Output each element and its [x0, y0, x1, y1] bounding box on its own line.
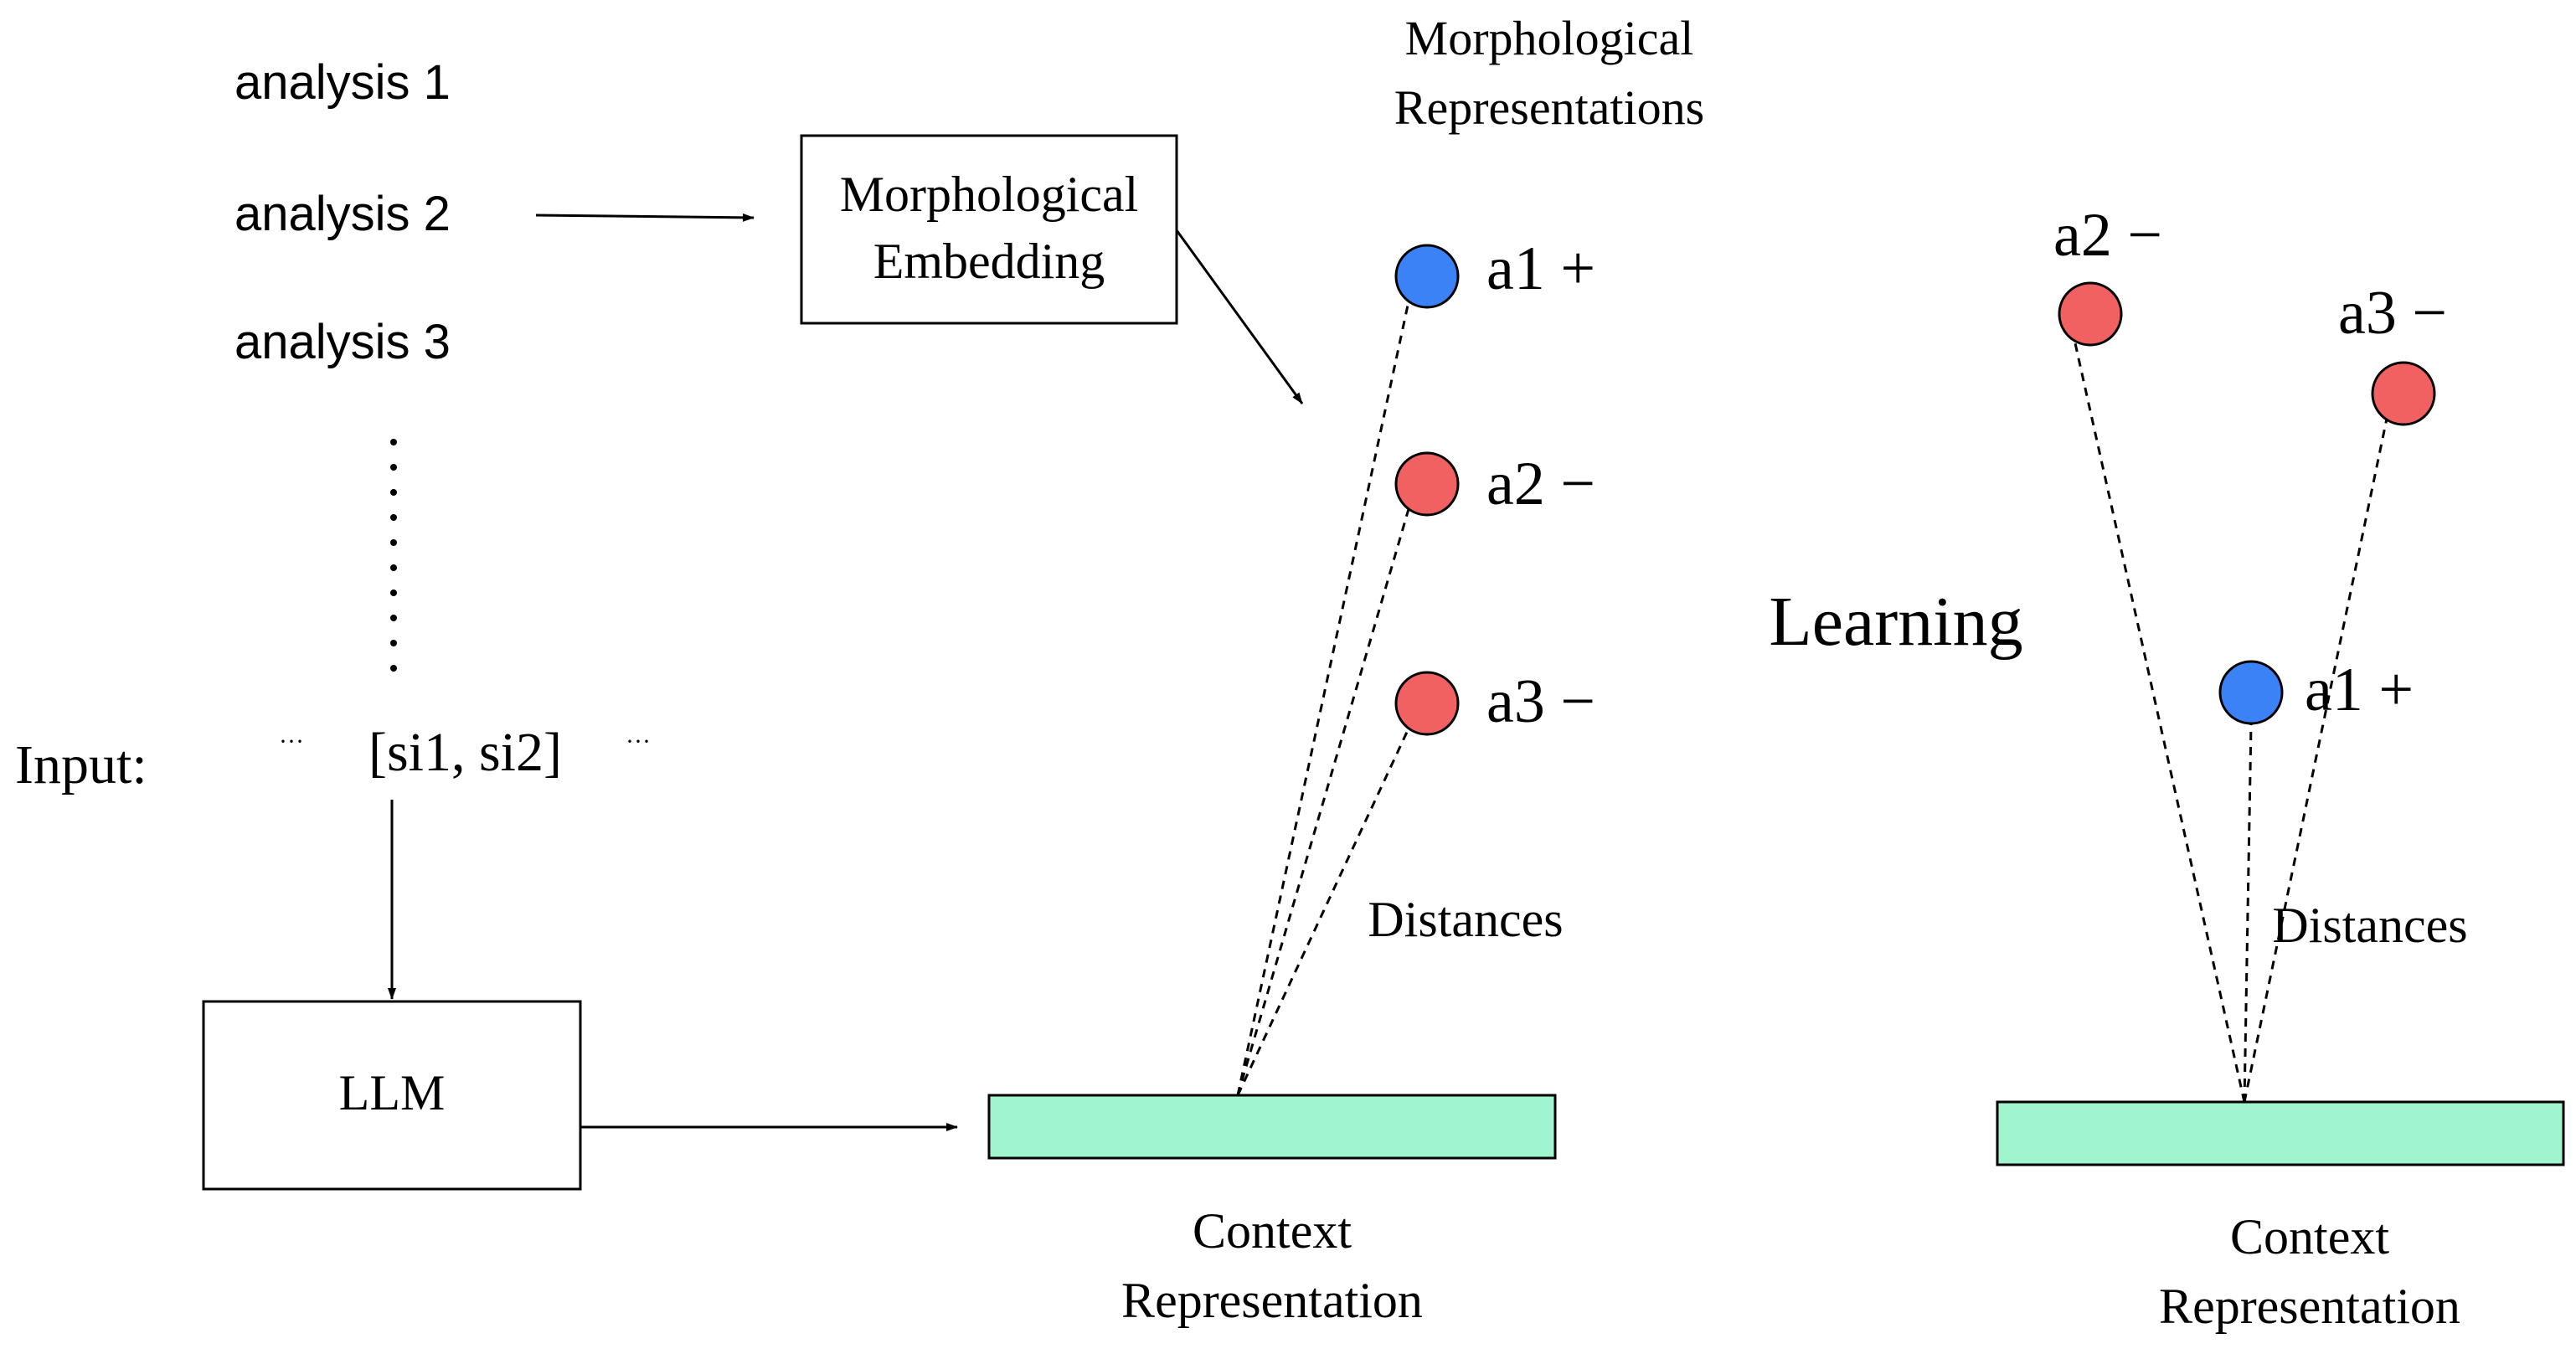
- right-point-a1-label: a1 +: [2305, 656, 2414, 724]
- left-context-label-line2: Representation: [1121, 1273, 1423, 1328]
- learning-label: Learning: [1769, 583, 2022, 661]
- right-point-a2: [2058, 281, 2123, 347]
- left-point-a2: [1394, 451, 1460, 517]
- morph-reps-title-line2: Representations: [1394, 80, 1704, 135]
- right-point-a3: [2371, 361, 2436, 426]
- right-point-a3-label: a3 −: [2338, 279, 2447, 348]
- input-tokens: [si1, si2]: [368, 722, 562, 783]
- analysis-1-label: analysis 1: [234, 55, 451, 110]
- left-distance-lines: [1236, 301, 1410, 1096]
- right-point-a1: [2218, 660, 2284, 725]
- arrow-analysis-to-embedding: [535, 213, 755, 222]
- morphological-embedding-box: [800, 134, 1178, 325]
- left-context-label-line1: Context: [1193, 1203, 1352, 1259]
- right-context-label-line1: Context: [2230, 1209, 2389, 1264]
- llm-box: [202, 1000, 582, 1191]
- left-point-a2-label: a2 −: [1486, 450, 1595, 518]
- embedding-box-line2: Embedding: [873, 234, 1105, 289]
- right-point-a2-label: a2 −: [2053, 201, 2162, 270]
- input-ellipsis-left: ···: [279, 728, 304, 755]
- left-distances-label: Distances: [1368, 892, 1563, 947]
- input-ellipsis-right: ···: [626, 728, 651, 755]
- analysis-2-label: analysis 2: [234, 187, 451, 241]
- morph-reps-title-line1: Morphological: [1405, 11, 1694, 65]
- right-distances-label: Distances: [2272, 898, 2467, 953]
- right-distance-lines: [2074, 342, 2388, 1103]
- right-context-label-line2: Representation: [2159, 1279, 2460, 1334]
- llm-label: LLM: [339, 1065, 446, 1120]
- left-point-a3: [1394, 671, 1460, 736]
- analysis-3-label: analysis 3: [234, 315, 451, 369]
- left-point-a1-label: a1 +: [1486, 234, 1595, 303]
- embedding-box-line1: Morphological: [840, 167, 1139, 222]
- left-context-bar: [987, 1094, 1557, 1160]
- right-context-bar: [1996, 1100, 2565, 1166]
- input-label: Input:: [15, 734, 147, 795]
- left-point-a3-label: a3 −: [1486, 667, 1595, 736]
- arrow-embedding-to-representations: [1175, 229, 1304, 404]
- vertical-ellipsis: [390, 439, 397, 672]
- left-point-a1: [1394, 244, 1460, 309]
